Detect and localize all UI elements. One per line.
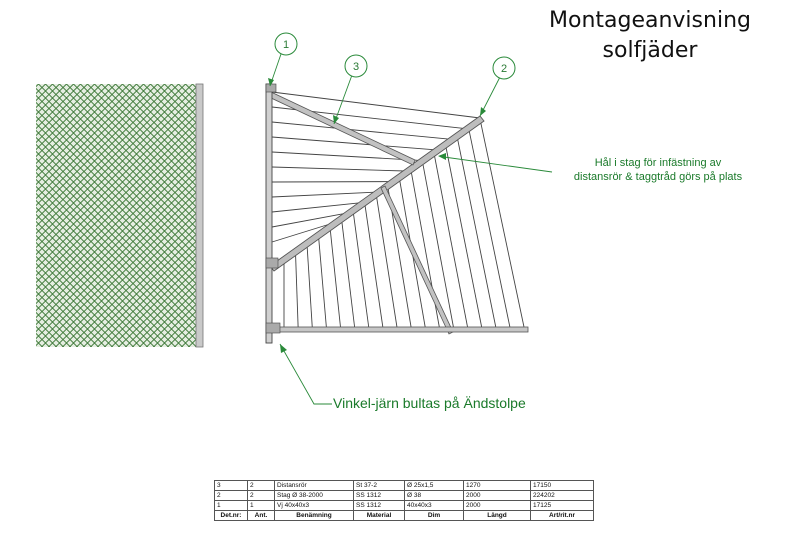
end-post-side xyxy=(195,83,204,348)
barbed-wire xyxy=(271,212,346,228)
bracket-middle xyxy=(265,257,279,269)
barbed-wire xyxy=(306,245,313,328)
drawing-title: Montageanvisning solfjäder xyxy=(540,6,760,66)
barbed-wire xyxy=(271,136,436,151)
mesh-fence-panel xyxy=(36,84,196,347)
callout-2: 2 xyxy=(492,56,516,80)
parts-cell: 224202 xyxy=(530,490,594,501)
parts-cell: 1270 xyxy=(463,480,531,491)
callout-2-number: 2 xyxy=(501,63,507,75)
barbed-wire xyxy=(341,219,356,328)
parts-cell: Ø 38 xyxy=(404,490,464,501)
parts-cell: Distansrör xyxy=(274,480,354,491)
parts-header-cell: Dim xyxy=(404,510,464,521)
parts-header-cell: Benämning xyxy=(274,510,354,521)
parts-cell: 2000 xyxy=(463,490,531,501)
parts-cell: 3 xyxy=(214,480,248,491)
parts-header-cell: Längd xyxy=(463,510,531,521)
leader-arrowheads xyxy=(268,78,486,353)
hole-note-line-1: Hål i stag för infästning av xyxy=(594,157,722,169)
barbed-wire xyxy=(295,253,299,328)
barbed-wire xyxy=(468,127,511,328)
stay-brace xyxy=(269,115,485,272)
barbed-wire xyxy=(271,223,331,243)
barbed-wire xyxy=(271,121,451,140)
bracket-top xyxy=(265,83,277,93)
hole-note-line-2: distansrör & taggtråd görs på plats xyxy=(573,171,743,183)
title-line-1: Montageanvisning xyxy=(549,8,751,33)
barbed-wire xyxy=(271,166,406,172)
callout-3: 3 xyxy=(344,54,368,78)
parts-cell: SS 1312 xyxy=(353,500,405,511)
parts-cell: SS 1312 xyxy=(353,490,405,501)
barbed-wire xyxy=(364,203,384,328)
hole-note: Hål i stag för infästning av distansrör … xyxy=(548,156,768,184)
barbed-wire xyxy=(375,194,398,328)
parts-cell: 2000 xyxy=(463,500,531,511)
parts-cell: Ø 25x1,5 xyxy=(404,480,464,491)
barbed-wire xyxy=(444,144,483,328)
parts-cell: 17150 xyxy=(530,480,594,491)
callout-3-number: 3 xyxy=(353,61,359,73)
parts-cell: 1 xyxy=(247,500,275,511)
parts-cell: Vj 40x40x3 xyxy=(274,500,354,511)
leader-lines xyxy=(269,53,553,405)
angle-iron-post xyxy=(265,83,273,344)
bottom-angle-iron xyxy=(269,326,529,333)
parts-cell: 40x40x3 xyxy=(404,500,464,511)
barbed-wire xyxy=(329,228,341,328)
barbed-wire xyxy=(271,151,421,161)
barbed-wire xyxy=(271,202,361,213)
barbed-wire xyxy=(318,236,327,328)
bracket-note: Vinkel-järn bultas på Ändstolpe xyxy=(333,395,526,411)
parts-cell: 2 xyxy=(247,480,275,491)
parts-cell: Stag Ø 38-2000 xyxy=(274,490,354,501)
barbed-wire xyxy=(479,118,525,328)
barbed-wire xyxy=(271,91,481,119)
callout-1-number: 1 xyxy=(283,39,289,51)
callout-1: 1 xyxy=(274,32,298,56)
barbed-wires xyxy=(271,91,525,328)
parts-header-cell: Ant. xyxy=(247,510,275,521)
title-line-2: solfjäder xyxy=(602,38,698,63)
barbed-wire xyxy=(352,211,370,328)
bracket-bottom xyxy=(265,322,281,334)
parts-cell: 2 xyxy=(247,490,275,501)
parts-cell: 1 xyxy=(214,500,248,511)
spacer-tube-lower xyxy=(380,185,454,335)
parts-header-cell: Material xyxy=(353,510,405,521)
barbed-wire xyxy=(271,191,376,198)
parts-cell: 2 xyxy=(214,490,248,501)
parts-cell: St 37-2 xyxy=(353,480,405,491)
parts-header-cell: Det.nr: xyxy=(214,510,248,521)
barbed-wire xyxy=(456,135,497,328)
parts-cell: 17125 xyxy=(530,500,594,511)
barbed-wire xyxy=(421,160,454,328)
barbed-wire xyxy=(433,152,468,328)
parts-header-cell: Art/rit.nr xyxy=(530,510,594,521)
